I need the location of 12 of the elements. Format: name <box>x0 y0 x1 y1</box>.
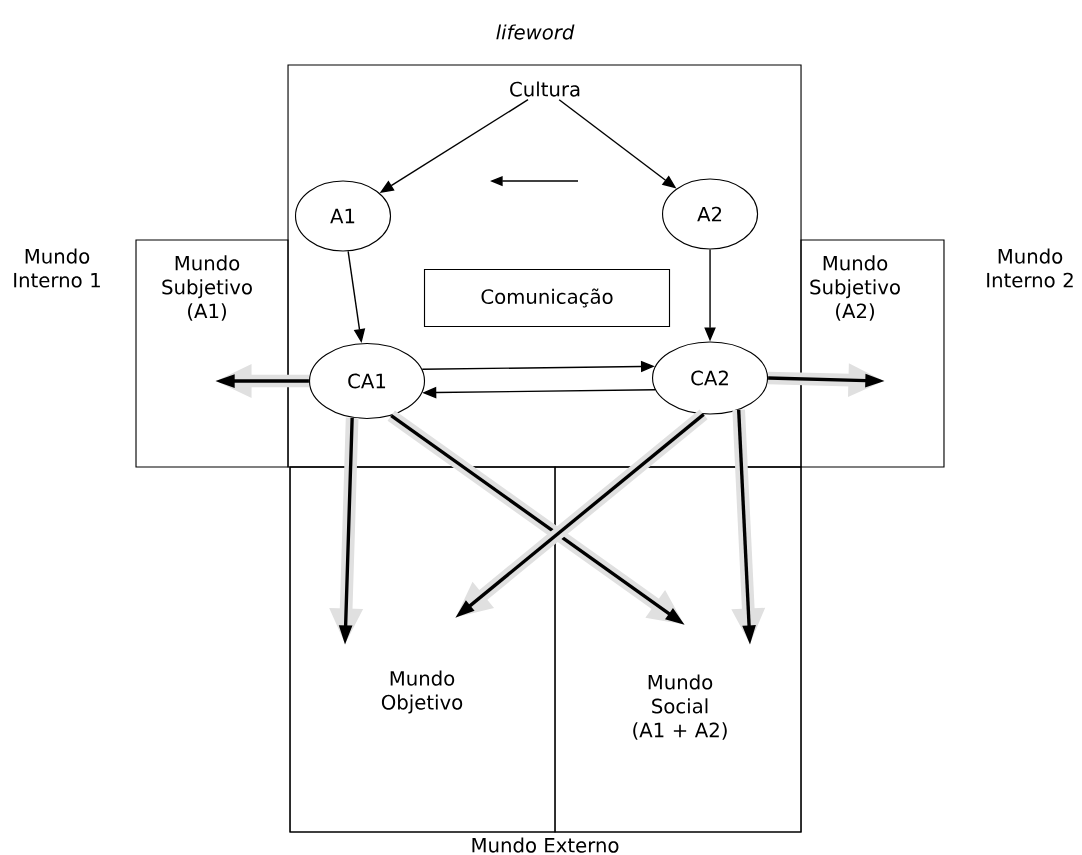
side-label: Mundo Interno 2 <box>987 248 1073 288</box>
world-column-box <box>289 466 556 833</box>
world-box: Mundo Subjetivo (A2) <box>800 239 945 468</box>
world-label: Mundo Social (A1 + A2) <box>633 674 727 740</box>
concept-label: Cultura <box>510 81 580 97</box>
world-label: Mundo Objetivo <box>381 670 463 714</box>
node-label: lifeword <box>496 24 575 40</box>
node-label: Mundo Externo <box>472 837 619 853</box>
world-column-box <box>554 466 802 833</box>
side-label: Mundo Interno 1 <box>14 248 100 288</box>
process-box: Comunicação <box>423 268 671 328</box>
world-box: Mundo Subjetivo (A1) <box>135 239 289 468</box>
